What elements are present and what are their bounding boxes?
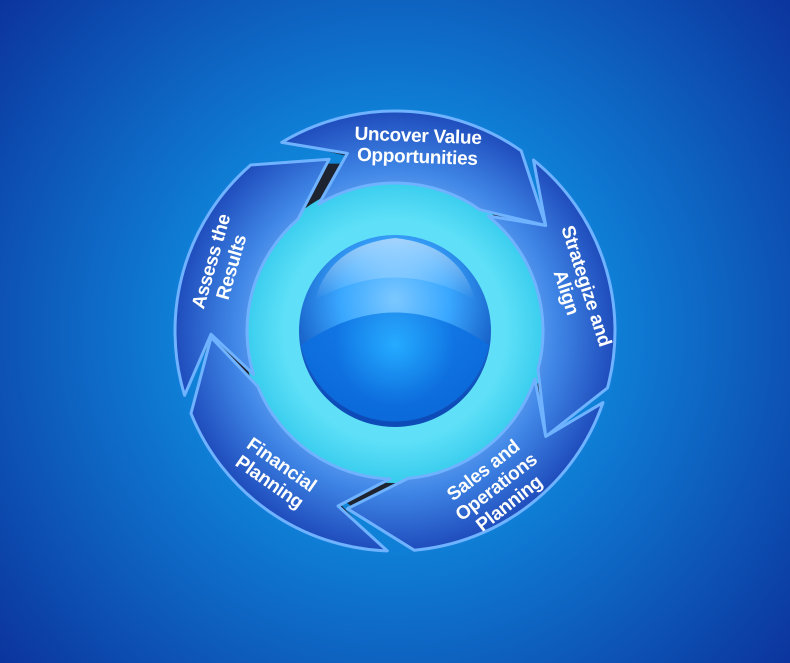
center-sphere	[299, 235, 491, 427]
arrow-segment-financial	[189, 335, 392, 553]
segment-label-text: Uncover ValueOpportunities	[353, 124, 481, 170]
segment-label-line: Uncover Value	[354, 124, 482, 149]
arrow-segment-sales	[345, 377, 605, 552]
arrow-segment-strategize	[486, 158, 617, 438]
arrow-segment-uncover	[280, 109, 548, 227]
segment-label-line: Opportunities	[357, 145, 478, 170]
arrow-segment-assess	[173, 157, 331, 397]
segment-label-uncover: Uncover ValueOpportunities	[353, 124, 482, 170]
cycle-arrows	[173, 109, 617, 553]
